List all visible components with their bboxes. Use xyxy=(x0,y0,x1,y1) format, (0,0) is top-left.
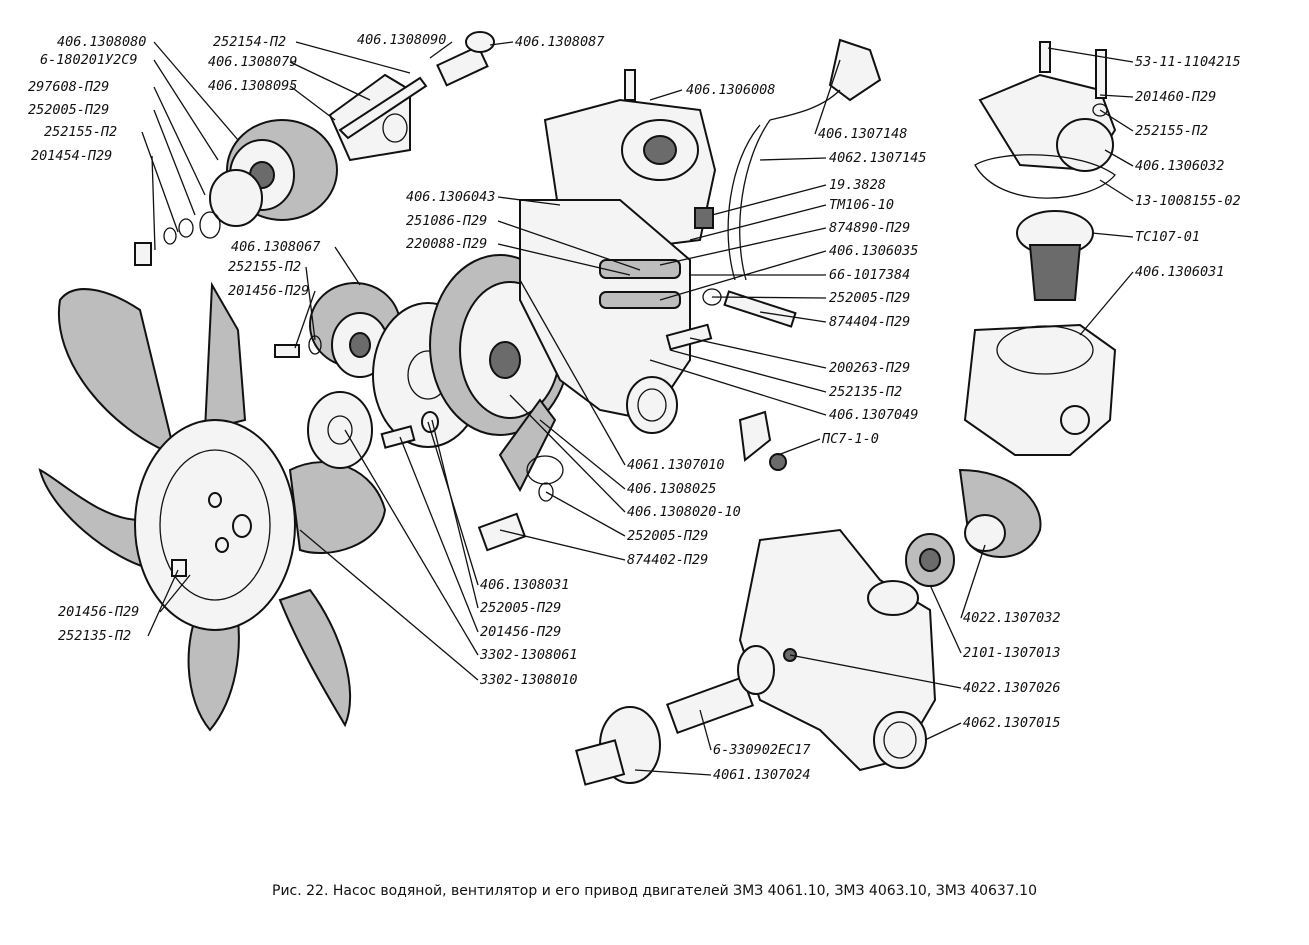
part-label: ТМ106-10 xyxy=(829,197,895,213)
part-label: 220088-П29 xyxy=(406,236,488,252)
part-label: 201456-П29 xyxy=(480,624,562,640)
part-label: 4022.1307032 xyxy=(963,610,1061,626)
part-label: 297608-П29 xyxy=(28,79,110,95)
part-label: 406.1308090 xyxy=(357,32,447,48)
part-label: 252155-П2 xyxy=(228,259,302,275)
figure-caption: Рис. 22. Насос водяной, вентилятор и его… xyxy=(272,883,1037,899)
part-label: 4061.1307024 xyxy=(713,767,811,783)
part-label: ТС107-01 xyxy=(1135,229,1201,245)
part-label: ПС7-1-0 xyxy=(822,431,879,447)
thermostat-stack xyxy=(963,41,1117,456)
part-label: 4062.1307015 xyxy=(963,715,1061,731)
leader-lines xyxy=(141,41,1134,776)
part-label: 4022.1307026 xyxy=(963,680,1061,696)
part-label: 200263-П29 xyxy=(829,360,911,376)
part-label: 3302-1308010 xyxy=(480,672,578,688)
part-label: 6-180201У2С9 xyxy=(40,52,138,68)
part-label: 406.1306043 xyxy=(406,189,496,205)
part-label: 406.1306035 xyxy=(829,243,919,259)
part-label: 406.1308095 xyxy=(208,78,298,94)
part-label: 19.3828 xyxy=(829,177,886,193)
part-label: 252005-П29 xyxy=(829,290,911,306)
part-label: 4062.1307145 xyxy=(829,150,927,166)
part-label: 252135-П2 xyxy=(58,628,132,644)
part-label: 252005-П29 xyxy=(627,528,709,544)
part-label: 201454-П29 xyxy=(31,148,113,164)
part-label: 6-330902ЕС17 xyxy=(713,742,811,758)
tension-roller-assembly xyxy=(134,31,495,266)
part-label: 406.1308087 xyxy=(515,34,605,50)
part-label: 406.1308020-10 xyxy=(627,504,741,520)
part-label: 2101-1307013 xyxy=(963,645,1061,661)
part-label: 53-11-1104215 xyxy=(1135,54,1241,70)
part-label: 252005-П29 xyxy=(480,600,562,616)
part-label: 251086-П29 xyxy=(406,213,488,229)
part-label: 201456-П29 xyxy=(228,283,310,299)
part-label: 874404-П29 xyxy=(829,314,911,330)
part-label: 406.1308080 xyxy=(57,34,147,50)
part-label: 406.1306008 xyxy=(686,82,776,98)
part-label: 252135-П2 xyxy=(829,384,903,400)
part-label: 13-1008155-02 xyxy=(1135,193,1241,209)
part-label: 406.1306031 xyxy=(1135,264,1225,280)
pump-housing-assembly xyxy=(519,38,882,471)
part-label: 201460-П29 xyxy=(1135,89,1217,105)
part-label: 406.1307049 xyxy=(829,407,919,423)
part-label: 3302-1308061 xyxy=(480,647,578,663)
lower-pump-body xyxy=(575,468,1042,786)
part-label: 406.1307148 xyxy=(818,126,908,142)
part-label: 406.1308079 xyxy=(208,54,298,70)
part-label: 406.1308067 xyxy=(231,239,321,255)
part-label: 874402-П29 xyxy=(627,552,709,568)
part-label: 406.1308031 xyxy=(480,577,570,593)
part-label: 66-1017384 xyxy=(829,267,911,283)
part-label: 406.1308025 xyxy=(627,481,717,497)
part-label: 201456-П29 xyxy=(58,604,140,620)
part-label: 252005-П29 xyxy=(28,102,110,118)
drive-pulleys xyxy=(274,254,571,552)
part-label: 4061.1307010 xyxy=(627,457,725,473)
part-label: 252155-П2 xyxy=(1135,123,1209,139)
part-label: 406.1306032 xyxy=(1135,158,1225,174)
part-label: 252155-П2 xyxy=(44,124,118,140)
part-label: 874890-П29 xyxy=(829,220,911,236)
part-label: 252154-П2 xyxy=(213,34,287,50)
